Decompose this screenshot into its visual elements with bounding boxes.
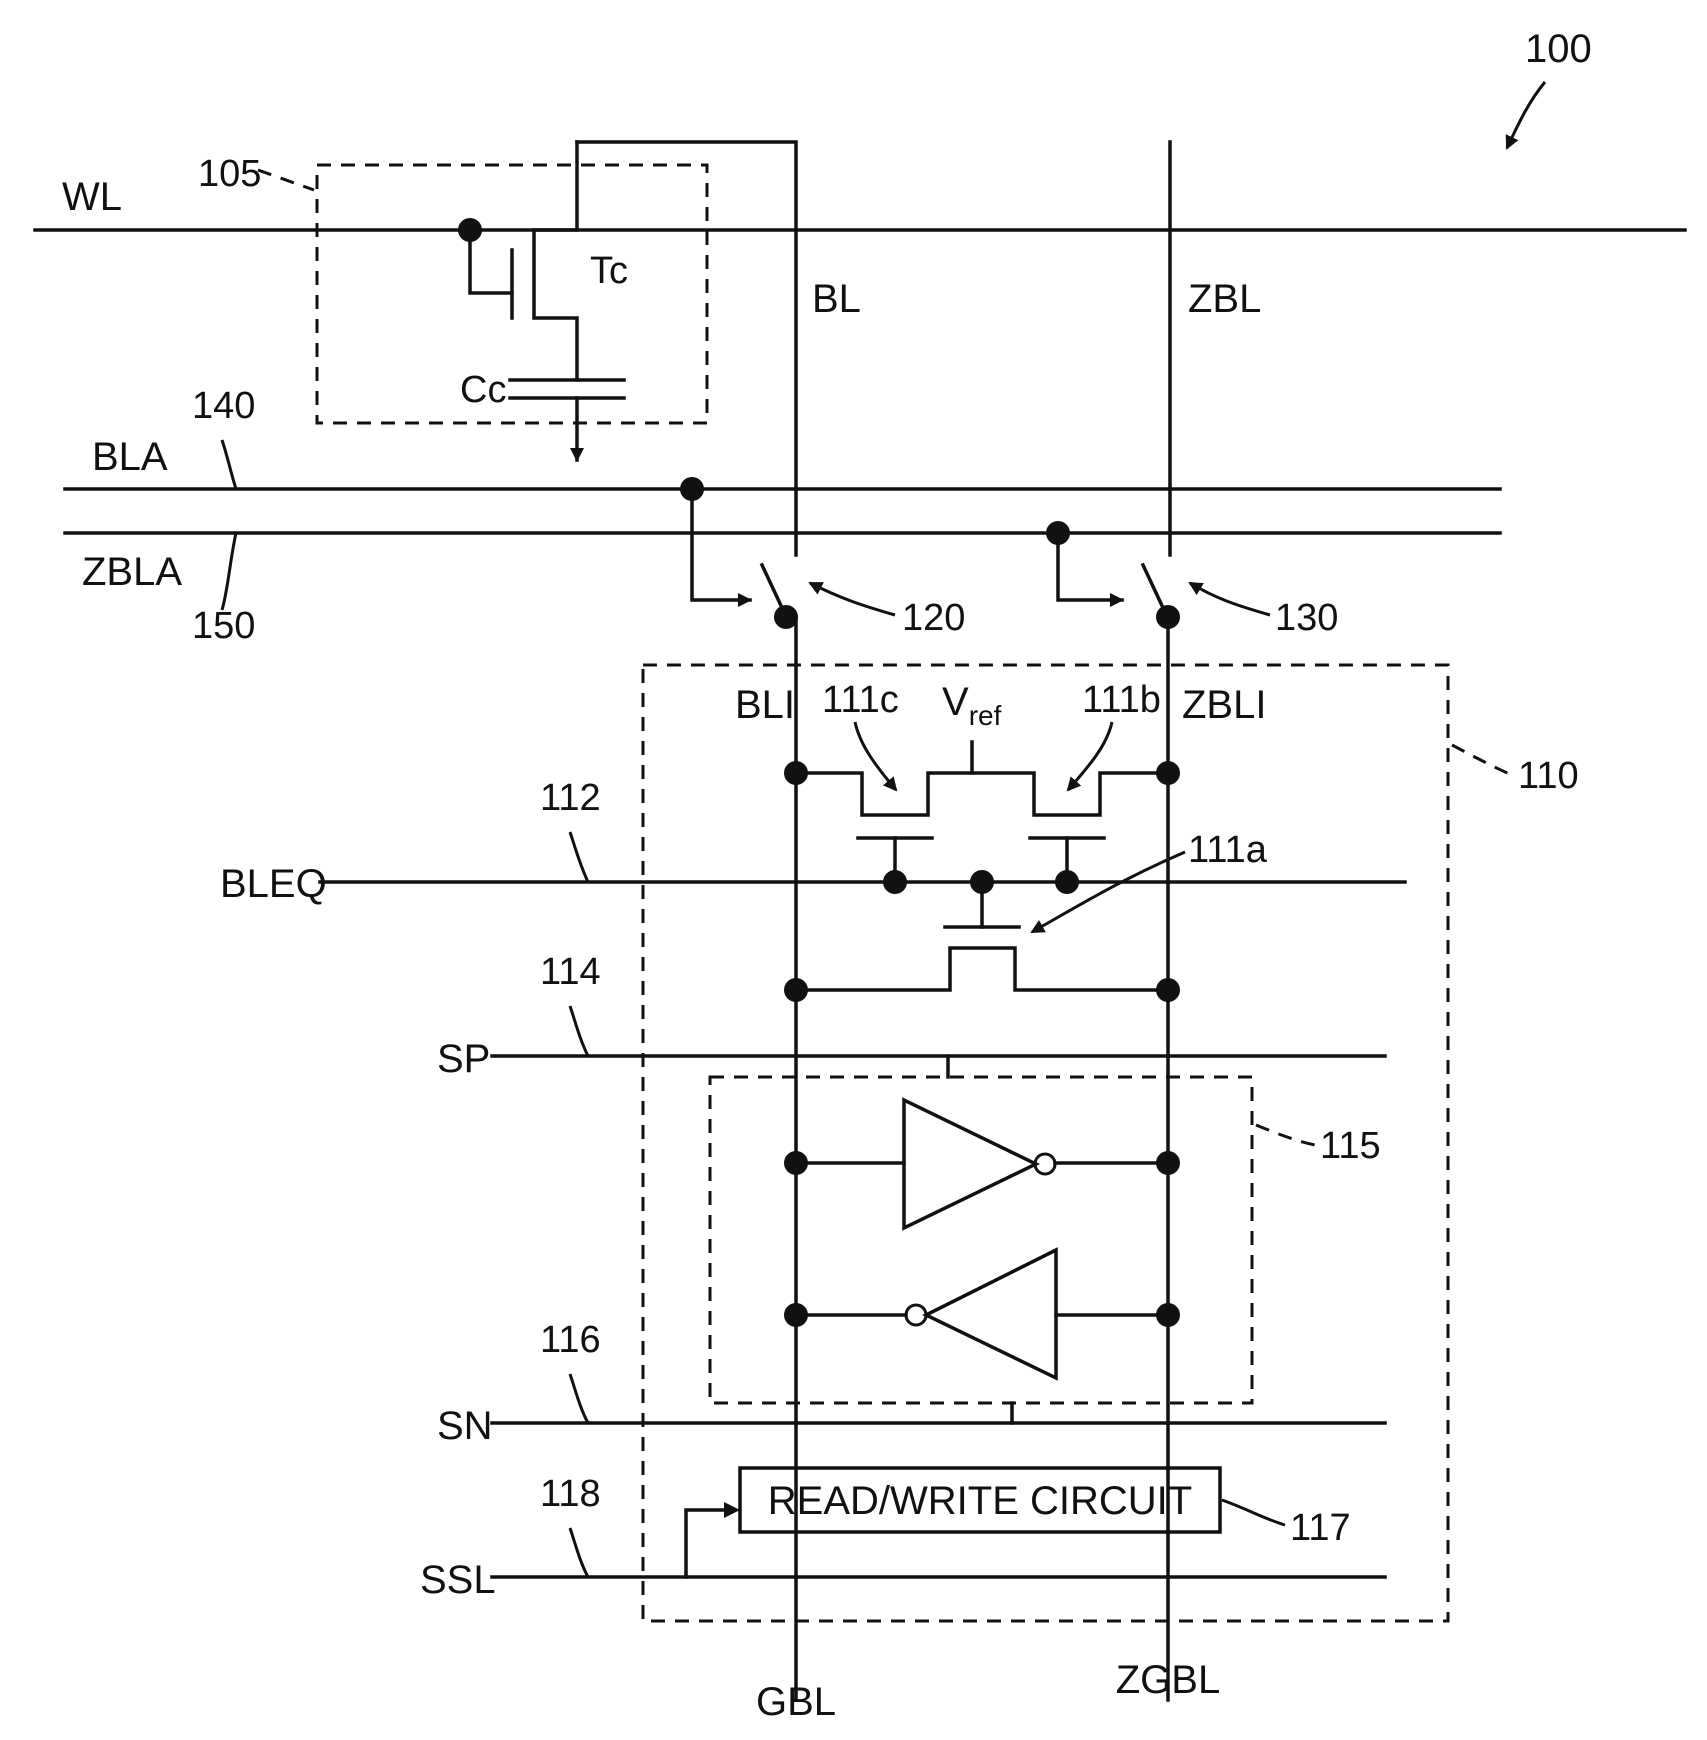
transistor-111b-leader [1068,722,1112,790]
latch-box [710,1077,1252,1403]
switch-120-ref: 120 [902,597,965,639]
transistor-111a-leader [1032,852,1185,932]
figure-arrow [1507,82,1545,148]
ssl-control-arrow [724,1502,740,1518]
sn-label: SN [437,1404,493,1448]
transistor-111b-ref: 111b [1082,679,1161,721]
zgbl-label: ZGBL [1116,1658,1220,1702]
sn-line: SN 116 [437,1319,1385,1448]
internal-bit-lines: BLI ZBLI [735,617,1266,1700]
latch-ref: 115 [1320,1125,1381,1167]
bli-111a-node [784,978,808,1002]
ssl-ref: 118 [540,1473,601,1515]
bleq-ref: 112 [540,777,601,819]
zbla-ref: 150 [192,605,255,647]
sp-line: SP 114 [437,951,1385,1081]
read-write-ref: 117 [1290,1507,1351,1549]
sn-ref: 116 [540,1319,601,1361]
inverter-top [904,1100,1036,1228]
switch-120-blade [762,565,784,612]
bla-control-arrow [738,593,752,607]
sp-label: SP [437,1037,490,1081]
zbla-label: ZBLA [82,550,182,594]
read-write-label: READ/WRITE CIRCUIT [768,1479,1192,1523]
eq-transistor-channels [796,773,1168,815]
transistor-111c-ref: 111c [822,679,899,721]
bla-control-wire [692,489,750,600]
bleq-label: BLEQ [220,862,327,906]
word-line: WL [35,175,1685,230]
latch-leader [1256,1125,1315,1145]
bleq-node-111b [1055,870,1079,894]
switch-130: 130 [1046,521,1338,639]
ssl-ref-leader [570,1528,588,1577]
vref-label: Vref [942,680,1002,731]
cell-transistor-channel [534,142,577,380]
switch-130-leader [1190,583,1270,615]
bla-ref-leader [222,440,236,489]
zbla-control-wire [1058,533,1122,600]
read-write-circuit: READ/WRITE CIRCUIT 117 [740,1468,1351,1549]
bla-ref: 140 [192,385,255,427]
zbla-control-arrow [1110,593,1124,607]
sense-amplifier-block: 110 [643,665,1579,1621]
sense-amp-leader [1452,745,1512,775]
zbla-ref-leader [222,533,236,610]
transistor-111a: 111a [784,829,1268,1002]
figure-number: 100 [1525,27,1592,71]
zbl-label: ZBL [1188,277,1261,321]
equalization-transistors: Vref 111c 111b [784,679,1180,882]
switch-120: 120 [680,477,965,639]
latch-bli-node-bottom [784,1303,808,1327]
transistor-111a-ref: 111a [1188,829,1268,871]
read-write-leader [1222,1500,1285,1525]
capacitor-label: Cc [460,369,506,411]
bl-label: BL [812,277,861,321]
switch-120-leader [810,583,895,615]
memory-cell-ref: 105 [198,153,261,195]
bleq-node-111c [883,870,907,894]
memory-cell: 105 Tc Cc [198,142,707,460]
switch-130-blade [1143,565,1165,612]
zbli-111a-node [1156,978,1180,1002]
memory-cell-leader [258,170,314,190]
latch-115: 115 [710,1077,1381,1403]
zbli-label: ZBLI [1182,683,1266,727]
sn-ref-leader [570,1374,588,1423]
wl-label: WL [62,175,122,219]
ssl-control-wire [686,1510,728,1577]
bla-label: BLA [92,435,168,479]
gbl-label: GBL [756,1680,836,1724]
bit-lines: BL ZBL [577,142,1261,555]
latch-zbli-node-top [1156,1151,1180,1175]
bli-label: BLI [735,683,795,727]
transistor-111a-channel [796,948,1168,990]
sp-ref: 114 [540,951,601,993]
cell-transistor-label: Tc [590,250,628,292]
sp-ref-leader [570,1006,588,1056]
switch-130-ref: 130 [1275,597,1338,639]
figure-reference: 100 [1507,27,1592,148]
ssl-label: SSL [420,1558,496,1602]
inverter-bottom [926,1250,1056,1378]
bleq-ref-leader [570,832,588,882]
sense-amp-ref: 110 [1518,755,1579,797]
